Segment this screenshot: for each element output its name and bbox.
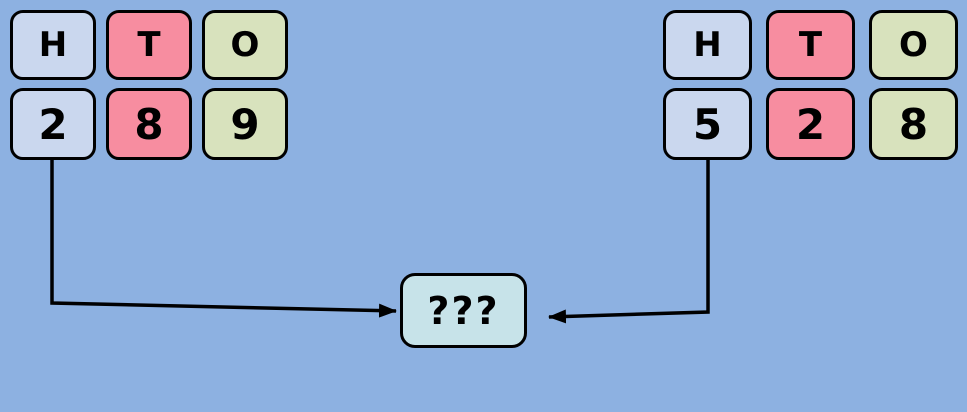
arrow-right-hundreds-to-result [548,160,710,324]
left-header-ones: O [202,10,288,80]
left-digit-tens: 8 [106,88,192,160]
right-header-tens-label: T [798,25,823,65]
right-number-panel: H T O 5 2 8 [663,10,958,160]
right-digit-ones: 8 [869,88,958,160]
right-digit-hundreds-value: 5 [692,99,723,149]
right-digit-tens-value: 2 [795,99,826,149]
left-header-tens: T [106,10,192,80]
left-header-tens-label: T [137,25,161,65]
left-header-hundreds-label: H [38,25,68,65]
left-digit-hundreds: 2 [10,88,96,160]
result-box-label: ??? [427,288,500,333]
right-header-ones: O [869,10,958,80]
right-header-hundreds: H [663,10,752,80]
right-header-hundreds-label: H [693,25,722,65]
right-digit-ones-value: 8 [898,99,929,149]
arrow-left-hundreds-to-result [50,160,397,318]
right-header-tens: T [766,10,855,80]
left-digit-ones: 9 [202,88,288,160]
left-header-hundreds: H [10,10,96,80]
left-digit-tens-value: 8 [134,99,164,149]
right-header-ones-label: O [899,25,928,65]
result-box: ??? [400,273,527,348]
right-digit-hundreds: 5 [663,88,752,160]
right-digit-tens: 2 [766,88,855,160]
left-digit-hundreds-value: 2 [38,99,68,149]
left-number-panel: H T O 2 8 9 [10,10,288,160]
left-header-ones-label: O [230,25,260,65]
left-digit-ones-value: 9 [230,99,260,149]
